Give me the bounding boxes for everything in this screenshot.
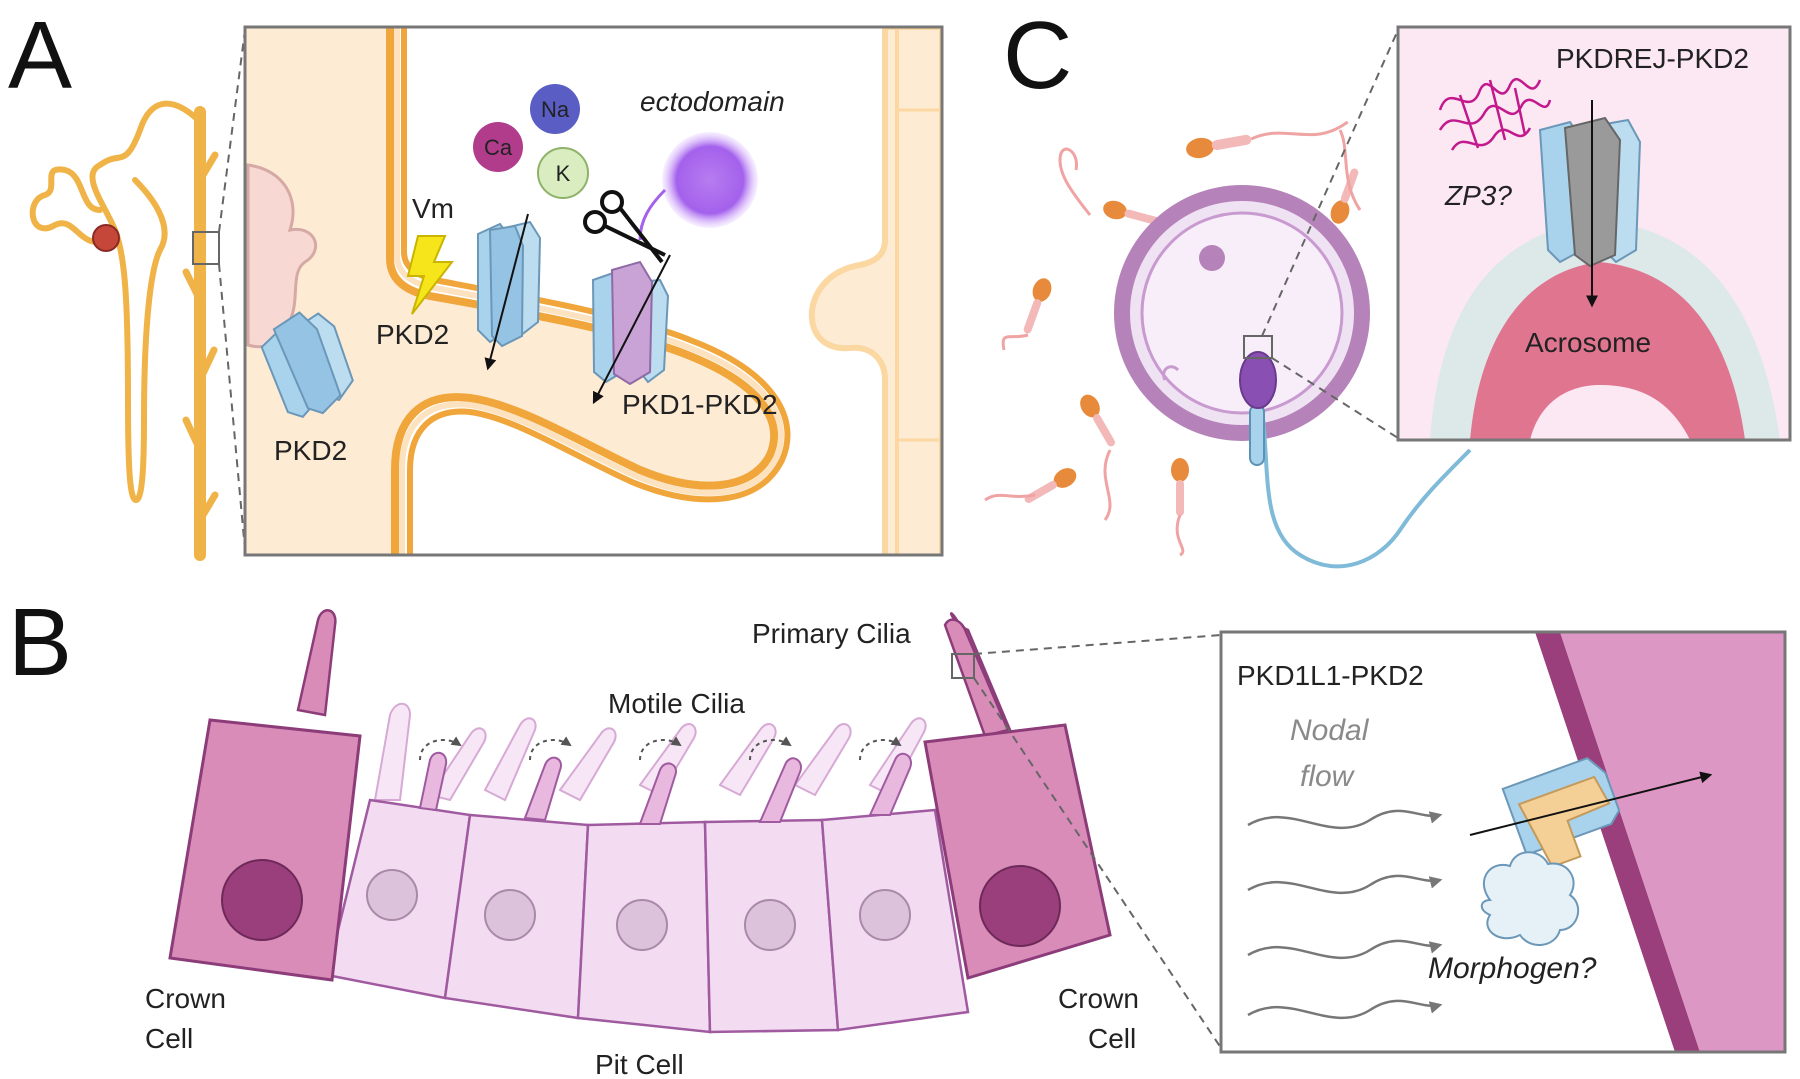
pkd2-channel-label: PKD2	[376, 319, 449, 350]
na-ion	[530, 84, 580, 134]
sperm-cells	[984, 120, 1362, 557]
crown-left-label-1: Crown	[145, 983, 226, 1014]
inset-c-frame	[1396, 25, 1792, 442]
k-label: K	[556, 161, 571, 186]
glomerulus	[92, 224, 120, 252]
pkd2-left-label: PKD2	[274, 435, 347, 466]
pkd1-pkd2-label: PKD1-PKD2	[622, 389, 778, 420]
inset-c	[1398, 27, 1790, 440]
egg-cell	[1114, 185, 1370, 441]
pkd2-channel	[477, 220, 542, 348]
inset-b	[1221, 632, 1785, 1052]
zp3-label: ZP3?	[1444, 180, 1512, 211]
primary-cilia-label: Primary Cilia	[752, 618, 911, 649]
zoom-box-a	[192, 231, 220, 265]
pkd1l1-pkd2-label: PKD1L1-PKD2	[1237, 660, 1424, 691]
pkdrej-pkd2-complex	[1538, 116, 1642, 268]
nodal-flow-arrows	[1247, 809, 1443, 1020]
inset-a-frame	[243, 25, 944, 557]
nodal-flow-label-2: flow	[1300, 760, 1356, 793]
cilia-rotation-arrows	[419, 736, 902, 761]
pit-cell-nuclei	[366, 869, 911, 951]
vm-label: Vm	[412, 193, 454, 224]
pit-cell-cilia	[418, 751, 912, 825]
morphogen-label: Morphogen?	[1428, 952, 1597, 985]
ca-label: Ca	[484, 135, 513, 160]
zoom-box-b	[951, 653, 975, 679]
morphogen-blob	[1480, 851, 1580, 946]
lightning-icon	[406, 235, 455, 315]
inset-b-frame	[1219, 630, 1787, 1054]
scissors-icon	[583, 190, 666, 264]
crown-cell-left	[168, 609, 362, 982]
ectodomain-label: ectodomain	[640, 86, 785, 117]
panel-a-label: A	[8, 2, 72, 109]
crown-cell-right	[923, 612, 1112, 980]
zp3-protein	[1438, 77, 1552, 151]
nephron-illustration	[29, 100, 219, 561]
panel-c-label: C	[1003, 2, 1072, 109]
pkdrej-pkd2-label: PKDREJ-PKD2	[1556, 43, 1749, 74]
fertilizing-sperm	[1239, 351, 1472, 569]
nodal-flow-label-1: Nodal	[1290, 714, 1370, 747]
motile-cilia-label: Motile Cilia	[608, 688, 745, 719]
acrosome-label: Acrosome	[1525, 327, 1651, 358]
pkd2-left-channel	[260, 311, 354, 419]
na-label: Na	[541, 97, 570, 122]
crown-left-label-2: Cell	[145, 1023, 193, 1054]
k-ion	[537, 147, 589, 199]
ca-ion	[473, 122, 523, 172]
zoom-box-c	[1243, 335, 1273, 359]
crown-right-label-2: Cell	[1088, 1023, 1136, 1054]
crown-right-label-1: Crown	[1058, 983, 1139, 1014]
motile-cilia	[373, 702, 927, 802]
ectodomain-blob	[662, 132, 758, 228]
pit-cell-label: Pit Cell	[595, 1049, 684, 1079]
panel-b-label: B	[8, 589, 72, 696]
